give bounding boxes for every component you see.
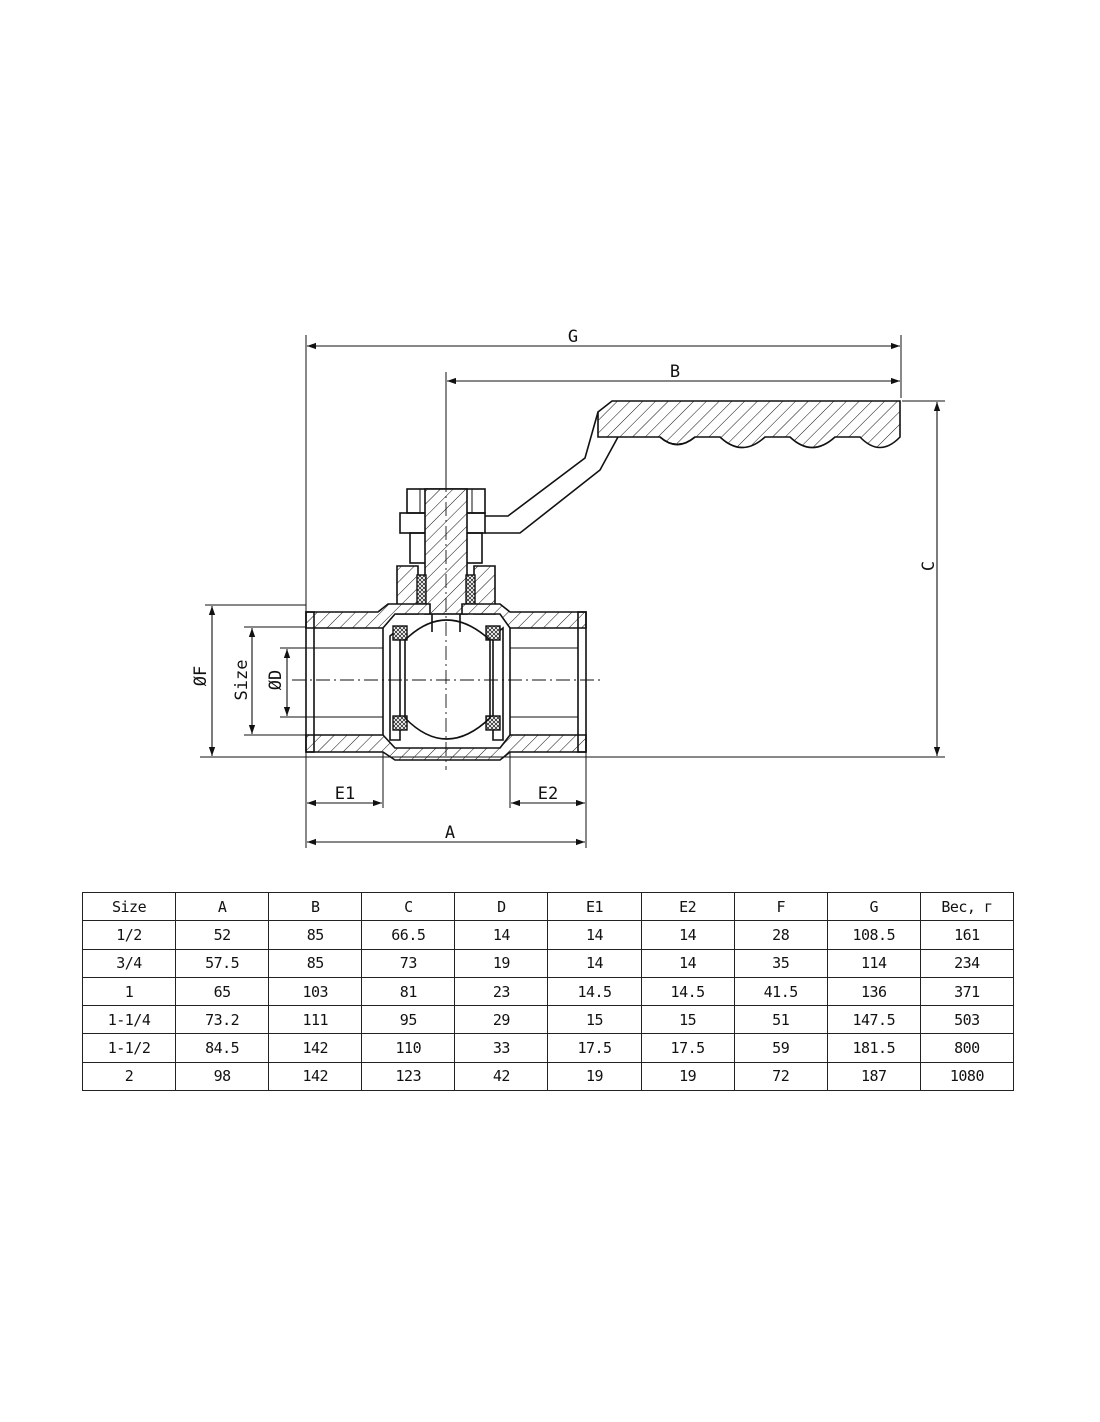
header-c: C: [361, 891, 456, 922]
table-cell: 66.5: [361, 920, 456, 950]
header-e1: E1: [547, 891, 642, 922]
table-cell: 1/2: [81, 920, 177, 950]
table-cell: 29: [454, 1005, 549, 1035]
table-row: 3/4 57.5 85 73 19 14 14 35 114 234: [81, 948, 1015, 978]
table-cell: 85: [268, 920, 363, 950]
table-cell: 17.5: [547, 1033, 642, 1063]
label-e2: E2: [538, 784, 558, 804]
table-cell: 800: [919, 1033, 1015, 1063]
header-size: Size: [81, 891, 177, 922]
table-cell: 15: [640, 1005, 735, 1035]
table-cell: 19: [547, 1061, 642, 1092]
table-cell: 14.5: [547, 976, 642, 1007]
table-cell: 72: [733, 1061, 828, 1092]
table-cell: 2: [81, 1061, 177, 1092]
header-weight: Вес, г: [919, 891, 1015, 922]
table-cell: 1-1/2: [81, 1033, 177, 1063]
table-cell: 81: [361, 976, 456, 1007]
table-cell: 103: [268, 976, 363, 1007]
table-cell: 147.5: [826, 1005, 921, 1035]
table-cell: 3/4: [81, 948, 177, 978]
table-cell: 73: [361, 948, 456, 978]
dimension-lines: [200, 335, 945, 848]
table-cell: 57.5: [175, 948, 270, 978]
table-cell: 84.5: [175, 1033, 270, 1063]
table-cell: 42: [454, 1061, 549, 1092]
table-cell: 181.5: [826, 1033, 921, 1063]
table-cell: 95: [361, 1005, 456, 1035]
table-cell: 52: [175, 920, 270, 950]
header-a: A: [175, 891, 270, 922]
label-d: ØD: [266, 670, 286, 690]
table-cell: 19: [640, 1061, 735, 1092]
dimensions-table: Size A B C D E1 E2 F G Вес, г 1/2 52 85 …: [81, 891, 1015, 1092]
table-cell: 17.5: [640, 1033, 735, 1063]
table-cell: 187: [826, 1061, 921, 1092]
table-cell: 85: [268, 948, 363, 978]
header-f: F: [733, 891, 828, 922]
header-e2: E2: [640, 891, 735, 922]
table-cell: 98: [175, 1061, 270, 1092]
table-cell: 14: [547, 948, 642, 978]
table-cell: 33: [454, 1033, 549, 1063]
valve-body: [292, 478, 600, 770]
table-cell: 41.5: [733, 976, 828, 1007]
table-row: 1-1/2 84.5 142 110 33 17.5 17.5 59 181.5…: [81, 1033, 1015, 1063]
table-cell: 111: [268, 1005, 363, 1035]
header-g: G: [826, 891, 921, 922]
table-cell: 73.2: [175, 1005, 270, 1035]
table-cell: 1: [81, 976, 177, 1007]
table-row: 2 98 142 123 42 19 19 72 187 1080: [81, 1061, 1015, 1092]
table-cell: 14: [454, 920, 549, 950]
table-cell: 234: [919, 948, 1015, 978]
table-cell: 19: [454, 948, 549, 978]
table-cell: 51: [733, 1005, 828, 1035]
table-row: 1 65 103 81 23 14.5 14.5 41.5 136 371: [81, 976, 1015, 1007]
table-cell: 14: [640, 948, 735, 978]
table-cell: 59: [733, 1033, 828, 1063]
table-cell: 108.5: [826, 920, 921, 950]
table-cell: 142: [268, 1061, 363, 1092]
table-cell: 1-1/4: [81, 1005, 177, 1035]
label-g: G: [568, 327, 578, 347]
table-cell: 114: [826, 948, 921, 978]
table-cell: 15: [547, 1005, 642, 1035]
table-row: 1-1/4 73.2 111 95 29 15 15 51 147.5 503: [81, 1005, 1015, 1035]
label-f: ØF: [191, 666, 211, 686]
table-cell: 371: [919, 976, 1015, 1007]
table-header-row: Size A B C D E1 E2 F G Вес, г: [81, 891, 1015, 922]
header-b: B: [268, 891, 363, 922]
table-cell: 14: [547, 920, 642, 950]
label-size: Size: [232, 660, 252, 701]
table-cell: 23: [454, 976, 549, 1007]
lever-handle: [485, 400, 901, 534]
header-d: D: [454, 891, 549, 922]
table-cell: 161: [919, 920, 1015, 950]
table-cell: 503: [919, 1005, 1015, 1035]
table-cell: 123: [361, 1061, 456, 1092]
label-a: A: [445, 823, 455, 843]
table-cell: 1080: [919, 1061, 1015, 1092]
table-cell: 110: [361, 1033, 456, 1063]
table-cell: 142: [268, 1033, 363, 1063]
label-b: B: [670, 362, 680, 382]
table-row: 1/2 52 85 66.5 14 14 14 28 108.5 161: [81, 920, 1015, 950]
label-e1: E1: [335, 784, 355, 804]
table-cell: 35: [733, 948, 828, 978]
table-cell: 28: [733, 920, 828, 950]
table-cell: 14.5: [640, 976, 735, 1007]
table-cell: 65: [175, 976, 270, 1007]
table-cell: 14: [640, 920, 735, 950]
label-c: C: [919, 561, 939, 571]
table-cell: 136: [826, 976, 921, 1007]
